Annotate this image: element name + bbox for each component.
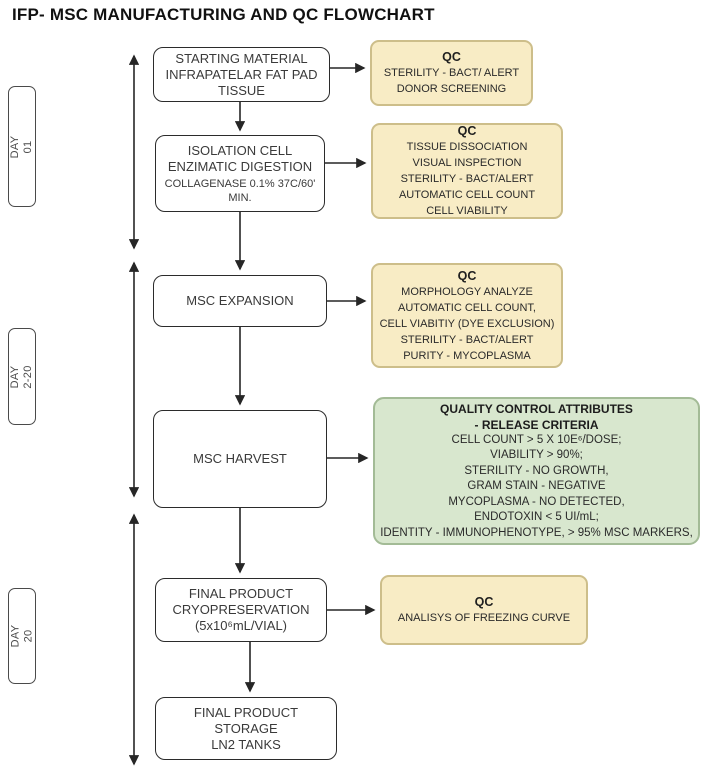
timeline-label-day2-20: DAY 2-20 [8,328,36,425]
node-msc-harvest: MSC HARVEST [153,410,327,508]
node-final-product-storage-label: FINAL PRODUCT STORAGE LN2 TANKS [193,704,299,752]
qc-box-isolation: QC TISSUE DISSOCIATION VISUAL INSPECTION… [371,123,563,219]
node-msc-expansion: MSC EXPANSION [153,275,327,327]
qc-box-starting-material: QC STERILITY - BACT/ ALERT DONOR SCREENI… [370,40,533,106]
qc-box-isolation-lines: TISSUE DISSOCIATION VISUAL INSPECTION ST… [398,141,536,217]
node-final-product-storage: FINAL PRODUCT STORAGE LN2 TANKS [155,697,337,760]
node-starting-material-label: STARTING MATERIAL INFRAPATELAR FAT PAD T… [165,50,318,98]
timeline-label-day20-text: DAY 20 [8,624,34,648]
release-criteria-box: QUALITY CONTROL ATTRIBUTES - RELEASE CRI… [373,397,700,545]
qc-box-isolation-heading: QC [457,124,477,138]
release-criteria-lines: CELL COUNT > 5 X 10E⁶/DOSE; VIABILITY > … [380,433,693,539]
page-title: IFP- MSC MANUFACTURING AND QC FLOWCHART [12,5,435,24]
timeline-label-day1: DAY 01 [8,86,36,207]
node-starting-material: STARTING MATERIAL INFRAPATELAR FAT PAD T… [153,47,330,102]
qc-box-starting-material-lines: STERILITY - BACT/ ALERT DONOR SCREENING [383,67,520,95]
node-final-product-cryopreservation: FINAL PRODUCT CRYOPRESERVATION (5x10⁶mL/… [155,578,327,642]
qc-box-cryopreservation-heading: QC [474,595,494,609]
qc-box-cryopreservation: QC ANALISYS OF FREEZING CURVE [380,575,588,645]
qc-box-expansion-heading: QC [457,268,477,283]
timeline-label-day2-20-text: DAY 2-20 [9,364,34,389]
node-msc-expansion-label: MSC EXPANSION [186,293,294,308]
release-criteria-heading: QUALITY CONTROL ATTRIBUTES - RELEASE CRI… [440,401,633,432]
node-isolation-digestion-note: COLLAGENASE 0.1% 37C/60' MIN. [164,177,316,204]
node-final-product-cryopreservation-label: FINAL PRODUCT CRYOPRESERVATION (5x10⁶mL/… [172,586,310,633]
node-msc-harvest-label: MSC HARVEST [193,451,287,466]
timeline-label-day1-text: DAY 01 [9,135,34,158]
qc-box-expansion: QC MORPHOLOGY ANALYZE AUTOMATIC CELL COU… [371,263,563,368]
qc-box-expansion-lines: MORPHOLOGY ANALYZE AUTOMATIC CELL COUNT,… [379,285,555,362]
qc-box-cryopreservation-lines: ANALISYS OF FREEZING CURVE [397,612,571,624]
qc-box-starting-material-heading: QC [442,50,461,64]
node-isolation-digestion: ISOLATION CELL ENZIMATIC DIGESTION COLLA… [155,135,325,212]
node-isolation-digestion-label: ISOLATION CELL ENZIMATIC DIGESTION [167,142,313,174]
timeline-label-day20: DAY 20 [8,588,36,684]
